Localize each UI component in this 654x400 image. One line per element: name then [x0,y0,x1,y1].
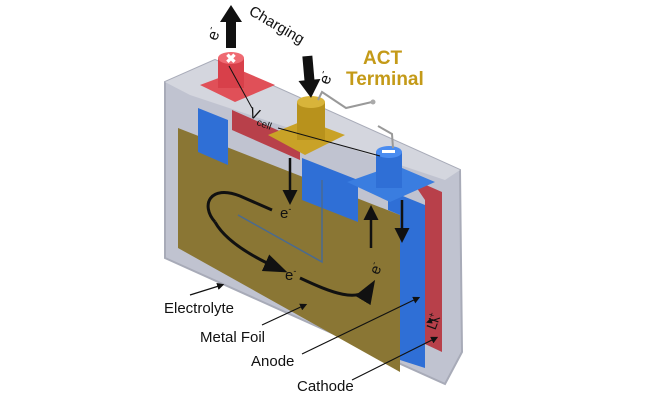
electron-label-mid: e- [280,204,291,222]
metal-foil-leader [261,303,308,326]
electron-flow-right [299,276,376,306]
electron-label-bottom: e- [285,266,296,284]
electrolyte-label: Electrolyte [164,300,234,317]
plus-icon: ✖ [226,51,237,66]
act-terminal-post [297,102,325,140]
svg-text:Li+: Li+ [422,311,444,332]
svg-text:e-: e- [203,25,225,43]
electron-in-arrow [298,55,321,98]
act-label-line1: ACT [363,48,402,69]
li-label: Li+ [422,311,444,332]
e-sup: - [206,25,217,32]
act-wire [317,90,373,110]
charging-label: Charging [246,3,307,48]
cathode-plate [410,178,442,352]
electron-flow-lower [213,221,288,273]
vcell-label: Vcell [246,104,277,132]
electron-out-arrow [220,5,242,48]
electrolyte-leader [189,282,225,296]
metal-foil-label: Metal Foil [200,329,265,346]
act-wire-end [370,99,376,105]
e-sup: - [318,69,329,76]
neg-wire [377,125,394,149]
foil-slit [237,180,323,264]
li-arrow [426,317,441,324]
electron-flow-upper [206,190,273,223]
anode-tab-left [198,108,228,165]
anode-leader [301,296,421,355]
anode-label: Anode [251,353,294,370]
vcell-sub: cell [255,117,273,132]
metal-foil [178,128,400,372]
cathode-tab [232,110,300,160]
cathode-label: Cathode [297,378,354,395]
cathode-leader [351,336,439,381]
vcell-line-1 [228,65,253,109]
positive-terminal-top [218,52,244,64]
act-label-line2: Terminal [346,69,424,90]
electron-label-top: e- [203,25,225,43]
minus-icon [382,150,395,153]
anode-tab-mid [302,158,358,222]
svg-text:Vcell: Vcell [246,104,277,132]
anode-plate [388,190,425,368]
vcell-line-2 [277,127,381,157]
